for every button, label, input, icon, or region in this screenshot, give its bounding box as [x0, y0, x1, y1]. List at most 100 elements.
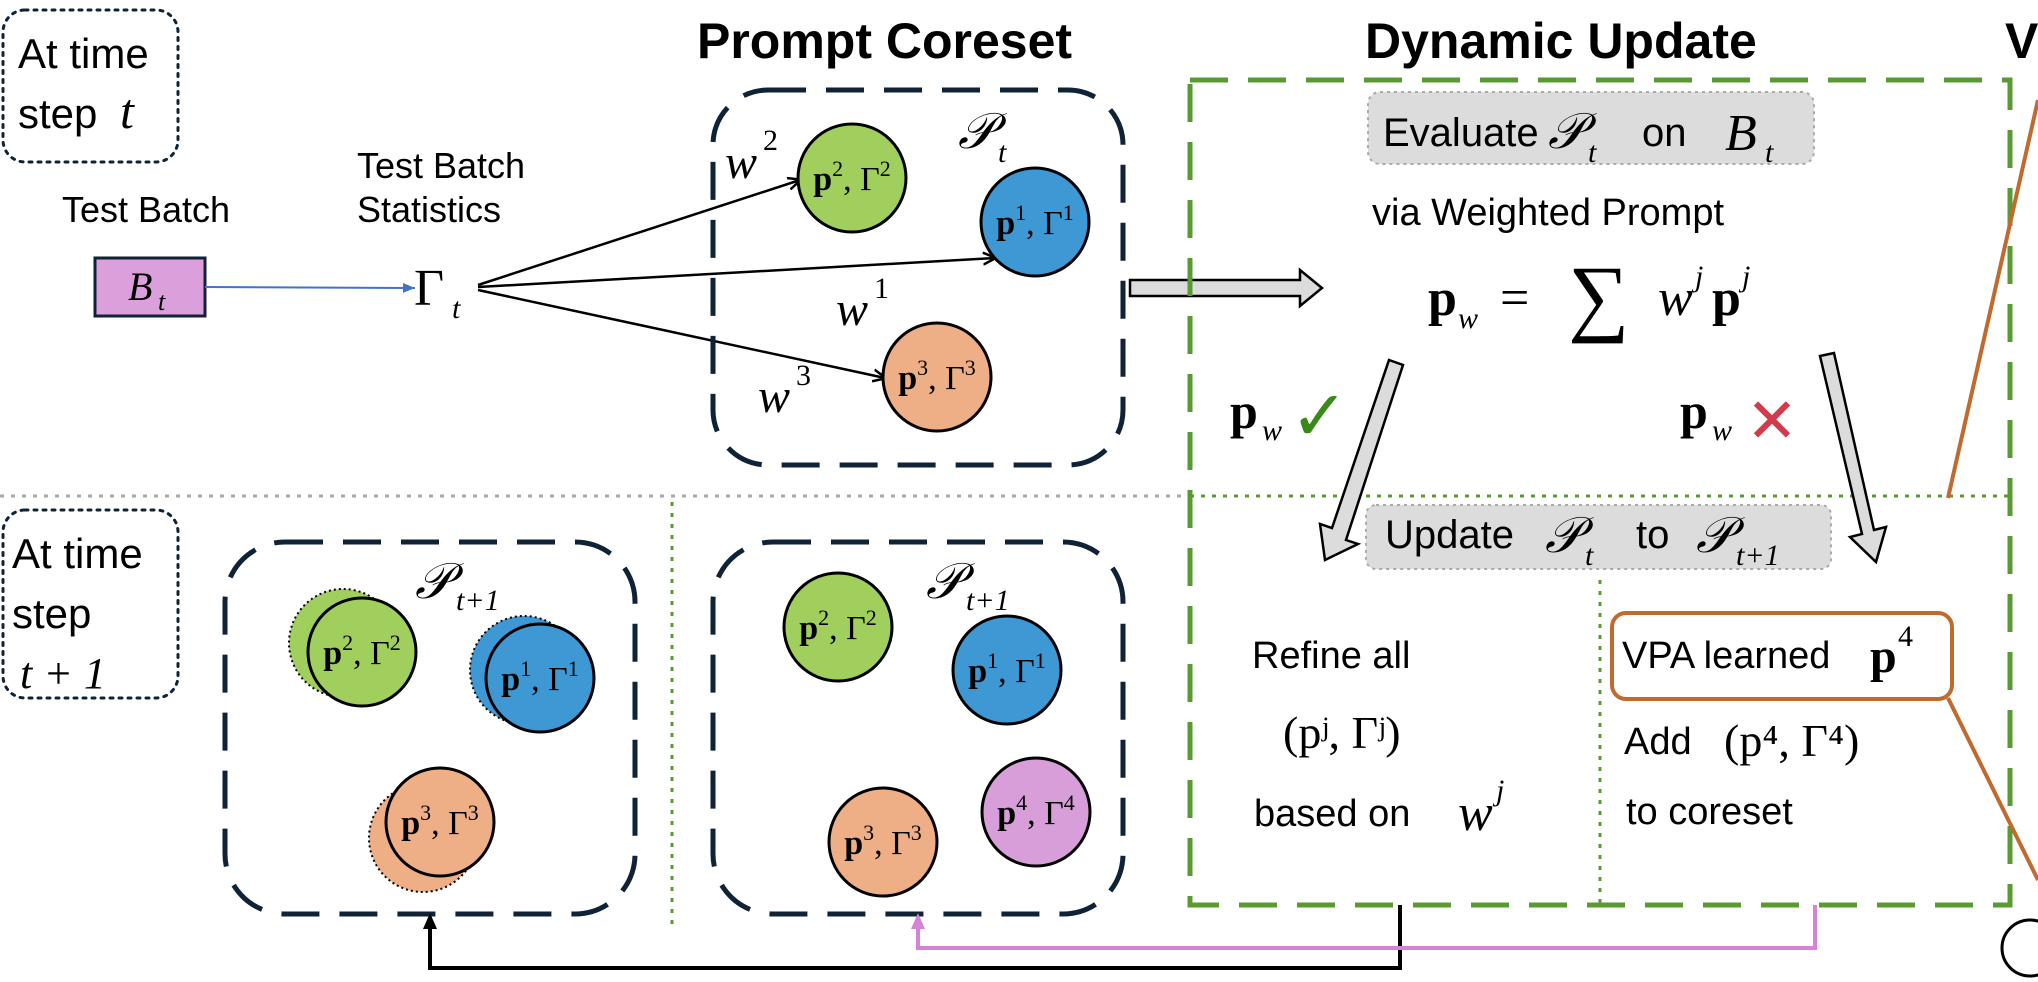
svg-text:B: B: [1725, 105, 1757, 162]
gamma-sub: t: [452, 292, 461, 325]
stats-line2: Statistics: [357, 189, 501, 230]
svg-text:(p⁴, Γ⁴): (p⁴, Γ⁴): [1724, 715, 1859, 766]
weight-w2: w 2: [725, 124, 778, 189]
step-t-line2: step: [18, 90, 97, 137]
svg-text:p: p: [1428, 270, 1457, 327]
svg-text:p3, Γ3: p3, Γ3: [898, 355, 976, 397]
branch-arrow-right: [1818, 351, 1888, 565]
step-t1-var: t + 1: [20, 649, 106, 698]
svg-text:Evaluate: Evaluate: [1383, 111, 1539, 155]
test-batch-box: B t: [93, 256, 207, 318]
refined-circle-3: p3, Γ3: [368, 766, 496, 893]
svg-text:to: to: [1636, 513, 1669, 557]
batch-sub: t: [158, 287, 166, 316]
batch-symbol: B: [128, 264, 152, 309]
step-t1-box: At time step t + 1: [1, 508, 180, 700]
svg-text:p2, Γ2: p2, Γ2: [323, 630, 401, 672]
add-return-arrow: [911, 905, 1817, 950]
svg-text:w: w: [758, 370, 790, 423]
coreset-t1-left-set-label: 𝒫 t+1: [415, 553, 500, 617]
svg-text:t: t: [1765, 136, 1774, 169]
step-t-var: t: [120, 83, 135, 139]
svg-text:p2, Γ2: p2, Γ2: [813, 156, 891, 198]
svg-text:w: w: [725, 136, 757, 189]
coreset-t-set-label: 𝒫 t: [958, 103, 1007, 169]
svg-text:w: w: [1658, 270, 1693, 327]
svg-text:p: p: [1230, 383, 1258, 439]
added-circle-1: p1, Γ1: [951, 614, 1063, 726]
added-circle-2: p2, Γ2: [782, 571, 894, 683]
update-box: Update 𝒫 t to 𝒫 t+1: [1365, 504, 1832, 572]
svg-text:2: 2: [763, 124, 778, 157]
svg-text:Update: Update: [1385, 513, 1514, 557]
arrow-w3: [477, 288, 885, 378]
svg-text:p3, Γ3: p3, Γ3: [401, 800, 479, 842]
dynamic-update-frame: [1187, 77, 2013, 908]
step-t-line1: At time: [18, 30, 149, 77]
svg-text:VPA learned: VPA learned: [1622, 635, 1830, 677]
coreset-to-update-arrow: [1128, 267, 1324, 309]
svg-text:1: 1: [874, 272, 889, 305]
cross-icon: ✕: [1746, 387, 1798, 456]
svg-text:j: j: [1691, 260, 1703, 293]
svg-text:on: on: [1642, 111, 1687, 155]
prompt-circle-3: p3, Γ3: [881, 321, 993, 433]
svg-text:p3, Γ3: p3, Γ3: [844, 820, 922, 862]
weight-w1: w 1: [836, 272, 889, 336]
arrow-w2: [477, 180, 800, 287]
svg-text:p2, Γ2: p2, Γ2: [799, 605, 877, 647]
svg-text:t+1: t+1: [966, 584, 1010, 617]
refined-circle-2: p2, Γ2: [288, 588, 418, 708]
svg-text:Add: Add: [1624, 721, 1692, 763]
vpa-learned-box: VPA learned p 4: [1610, 611, 1954, 701]
arrow-w1: [477, 258, 995, 289]
svg-text:=: =: [1500, 270, 1529, 327]
prompt-circle-2: p2, Γ2: [796, 122, 908, 234]
orange-line-upper: [1946, 99, 2038, 499]
add-line: Add (p⁴, Γ⁴): [1624, 715, 1859, 766]
refine-return-arrow: [423, 905, 1402, 970]
svg-text:w: w: [1458, 785, 1493, 842]
coreset-t-frame: [710, 87, 1126, 468]
refine-line3: based on w j: [1254, 774, 1504, 842]
test-batch-label: Test Batch: [62, 189, 230, 230]
svg-text:w: w: [1712, 414, 1732, 447]
cut-off-circle: [2000, 918, 2038, 978]
svg-text:j: j: [1492, 774, 1504, 807]
weighted-prompt-formula: p w = ∑ w j p j: [1428, 248, 1750, 344]
svg-text:p4, Γ4: p4, Γ4: [997, 790, 1075, 832]
refine-line1: Refine all: [1252, 635, 1410, 677]
refined-circle-1: p1, Γ1: [469, 615, 596, 734]
pw-accept: p w ✓: [1230, 377, 1349, 455]
to-coreset-text: to coreset: [1626, 791, 1793, 833]
step-t-box: At time step t: [1, 8, 180, 164]
batch-to-stats-arrow: [204, 282, 416, 293]
gamma-symbol: Γ: [414, 260, 444, 317]
title-cut: V: [2005, 13, 2038, 69]
added-circle-4: p4, Γ4: [980, 756, 1092, 868]
step-t1-line2: step: [12, 590, 91, 637]
added-circle-3: p3, Γ3: [827, 786, 939, 898]
svg-text:p1, Γ1: p1, Γ1: [996, 200, 1074, 242]
svg-text:p: p: [1870, 630, 1897, 683]
stats-line1: Test Batch: [357, 145, 525, 186]
svg-text:3: 3: [796, 359, 811, 392]
svg-text:based on: based on: [1254, 793, 1410, 835]
svg-text:t: t: [1588, 136, 1597, 169]
svg-text:p1, Γ1: p1, Γ1: [968, 648, 1046, 690]
title-prompt-coreset: Prompt Coreset: [697, 13, 1072, 69]
svg-text:4: 4: [1898, 620, 1913, 653]
svg-text:∑: ∑: [1568, 248, 1629, 344]
evaluate-box: Evaluate 𝒫 t on B t: [1367, 91, 1815, 169]
coreset-t1-right-set-label: 𝒫 t+1: [926, 553, 1010, 617]
svg-text:w: w: [836, 283, 868, 336]
svg-text:t: t: [1585, 539, 1594, 572]
weight-w3: w 3: [758, 359, 811, 423]
pw-reject: p w ✕: [1680, 383, 1798, 456]
svg-text:p: p: [1680, 383, 1708, 439]
svg-text:j: j: [1738, 260, 1750, 293]
refine-tuple: (pʲ, Γʲ): [1283, 707, 1401, 758]
svg-text:w: w: [1458, 302, 1478, 335]
check-icon: ✓: [1290, 377, 1349, 455]
